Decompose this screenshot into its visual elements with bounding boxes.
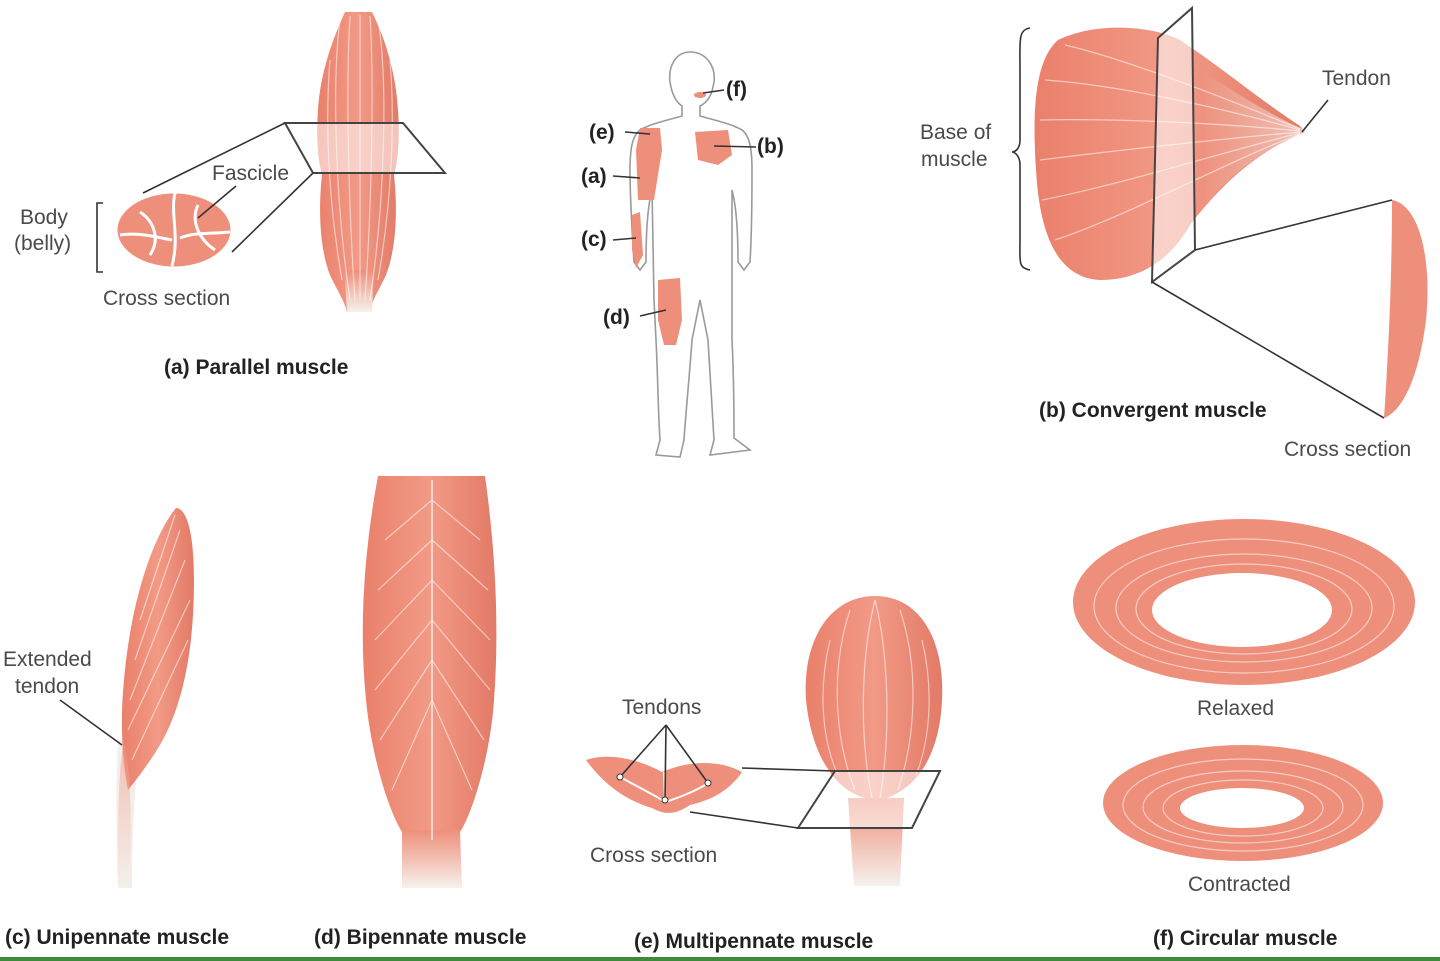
multipennate-muscle-caption: (e) Multipennate muscle — [634, 930, 873, 953]
human-body-outline — [629, 51, 753, 458]
tendon-label-c: tendon — [15, 675, 79, 698]
tendon-label: Tendon — [1322, 67, 1391, 90]
base-of-muscle-label-2: muscle — [921, 148, 988, 171]
parallel-muscle-caption: (a) Parallel muscle — [164, 356, 348, 379]
tendons-label: Tendons — [622, 696, 701, 719]
circular-contracted-ring — [1103, 745, 1383, 861]
body-key-c: (c) — [581, 228, 607, 251]
extended-label: Extended — [3, 648, 92, 671]
body-key-d: (d) — [603, 306, 630, 329]
unipennate-muscle-caption: (c) Unipennate muscle — [5, 926, 229, 949]
parallel-cross-section-label: Cross section — [103, 287, 230, 310]
body-key-f: (f) — [726, 78, 747, 101]
bottom-rule — [0, 957, 1440, 961]
human-body-figure: (e) (a) (c) (d) (b) (f) — [581, 51, 784, 458]
multipennate-muscle-shape — [805, 596, 943, 800]
body-region-e — [636, 128, 662, 200]
body-key-a: (a) — [581, 165, 607, 188]
multipennate-cross-section-label: Cross section — [590, 844, 717, 867]
convergent-cross-section-label: Cross section — [1284, 438, 1411, 461]
circular-muscle-figure: Relaxed Contracted (f) Circular muscle — [1073, 519, 1415, 950]
convergent-muscle-figure: Tendon Base of muscle (b) Convergent mus… — [920, 5, 1428, 461]
contracted-label: Contracted — [1188, 873, 1291, 896]
body-region-c — [632, 212, 643, 268]
body-key-b: (b) — [757, 135, 784, 158]
parallel-muscle-figure: Fascicle Body (belly) Cross section (a) … — [14, 12, 448, 379]
bipennate-muscle-figure: (d) Bipennate muscle — [314, 476, 526, 949]
body-key-e: (e) — [589, 121, 615, 144]
bipennate-muscle-shape — [362, 476, 497, 888]
convergent-cutting-plane — [1150, 5, 1197, 285]
body-label: Body — [20, 206, 68, 229]
multipennate-muscle-figure: Tendons Cross section (e) Multipennate m… — [586, 596, 943, 953]
body-region-d — [658, 278, 682, 345]
cutting-plane — [283, 122, 448, 174]
bipennate-muscle-caption: (d) Bipennate muscle — [314, 926, 526, 949]
unipennate-muscle-figure: Extended tendon (c) Unipennate muscle — [3, 508, 229, 949]
unipennate-muscle-shape — [121, 508, 194, 790]
body-region-b — [695, 130, 732, 165]
fascicle-label: Fascicle — [212, 162, 289, 185]
relaxed-label: Relaxed — [1197, 697, 1274, 720]
base-of-muscle-label-1: Base of — [920, 121, 991, 144]
circular-muscle-caption: (f) Circular muscle — [1153, 927, 1337, 950]
belly-label: (belly) — [14, 232, 71, 255]
circular-relaxed-ring — [1073, 519, 1415, 685]
multipennate-cutting-plane — [796, 770, 942, 829]
convergent-cross-section — [1384, 200, 1428, 418]
convergent-muscle-caption: (b) Convergent muscle — [1039, 399, 1267, 422]
body-region-f — [694, 92, 706, 98]
